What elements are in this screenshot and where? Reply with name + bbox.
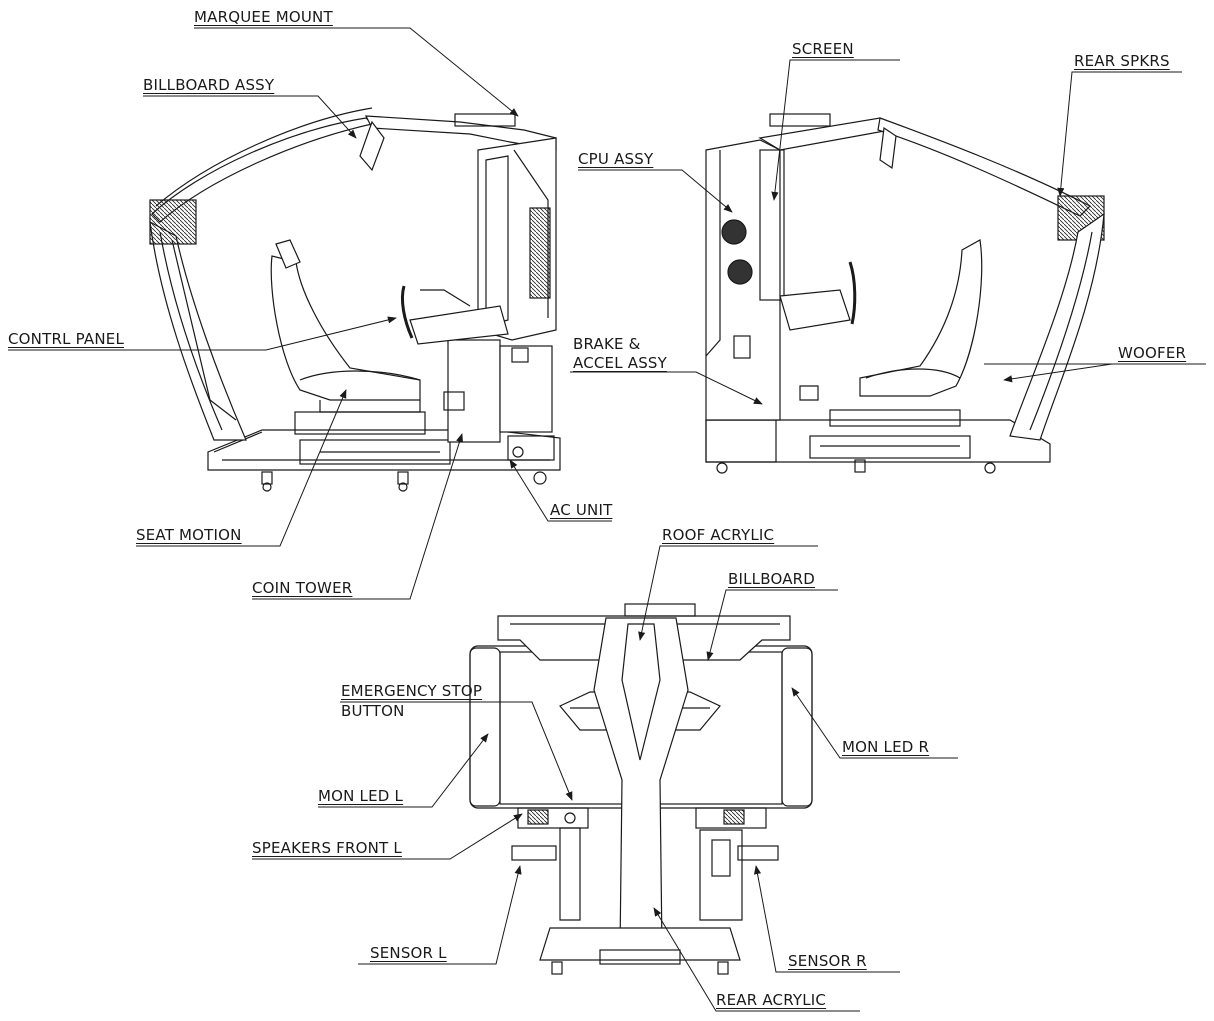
label-roof-acrylic: ROOF ACRYLIC [662,526,775,544]
label-sensor-l: SENSOR L [370,944,447,962]
front-view [469,603,813,975]
label-seat-motion: SEAT MOTION [136,526,242,544]
label-brake-accel-line2: ACCEL ASSY [573,354,668,372]
label-rear-acrylic: REAR ACRYLIC [716,991,827,1009]
label-screen: SCREEN [792,40,854,58]
label-rear-spkrs: REAR SPKRS [1074,52,1170,70]
label-mon-led-l: MON LED L [318,787,404,805]
label-woofer: WOOFER [1118,344,1187,362]
label-marquee-mount: MARQUEE MOUNT [194,8,333,26]
left-side-view [149,107,561,492]
right-side-view [705,113,1105,474]
label-billboard-assy: BILLBOARD ASSY [143,76,275,94]
leader-lines [8,27,1206,1012]
label-mon-led-r: MON LED R [842,738,930,756]
label-brake-accel-line1: BRAKE & [573,335,641,353]
label-coin-tower: COIN TOWER [252,579,353,597]
label-emergency-stop-line1: EMERGENCY STOP [341,682,483,700]
label-ac-unit: AC UNIT [550,501,613,519]
label-cpu-assy: CPU ASSY [578,150,654,168]
label-contrl-panel: CONTRL PANEL [8,330,125,348]
label-billboard: BILLBOARD [728,570,816,588]
label-emergency-stop-line2: BUTTON [341,702,405,720]
label-sensor-r: SENSOR R [788,952,867,970]
label-speakers-front-l: SPEAKERS FRONT L [252,839,402,857]
